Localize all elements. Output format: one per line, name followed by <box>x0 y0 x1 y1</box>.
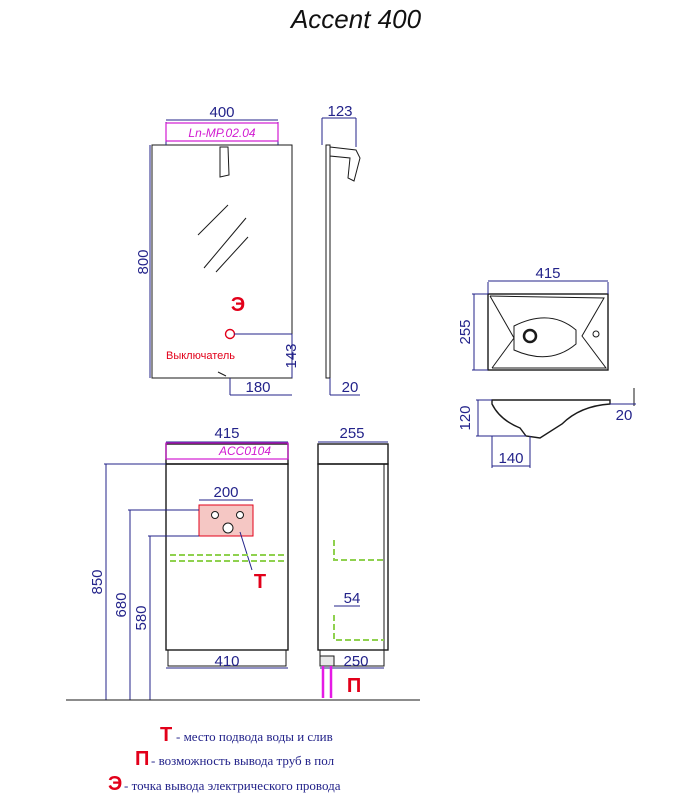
cabinet-model-box <box>165 442 289 460</box>
mirror-height-label: 800 <box>135 249 152 274</box>
floor-pipe-cap <box>319 655 335 667</box>
mirror-model-label: Ln-MP.02.04 <box>188 126 255 140</box>
legend-text: - возможность вывода труб в пол <box>151 753 335 768</box>
legend: Т - место подвода воды и слив П - возмож… <box>108 724 341 795</box>
cabinet-water-mark: Т <box>254 571 266 593</box>
switch-offset-label: 180 <box>245 379 270 396</box>
mirror-bottom-gap-label: 20 <box>342 379 359 396</box>
mirror-electric-mark: Э <box>231 294 245 316</box>
switch-label: Выключатель <box>166 350 235 362</box>
basin-profile <box>491 399 611 439</box>
mirror-reflection-1 <box>197 204 229 236</box>
legend-text: - точка вывода электрического провода <box>124 778 341 793</box>
mirror-reflection-3 <box>215 236 249 273</box>
cabinet-height-total-label: 850 <box>89 569 106 594</box>
basin-bowl <box>513 317 577 358</box>
mirror-side-view: 123 20 <box>321 103 361 396</box>
mirror-width-label: 400 <box>209 104 234 121</box>
cabinet-front-view: 415 ACC0104 200 Т 410 850 680 580 <box>89 425 289 700</box>
cabinet-plinth <box>167 649 287 667</box>
side-shelf-lower <box>333 615 384 641</box>
legend-mark: Э <box>108 773 122 795</box>
mirror-body <box>151 144 293 379</box>
side-shelf-upper <box>333 540 384 561</box>
basin-edge-left <box>489 295 515 369</box>
basin-depth-label: 255 <box>457 319 474 344</box>
mirror-model-box <box>165 122 279 142</box>
basin-drain-icon <box>522 328 538 344</box>
switch-height-label: 143 <box>283 343 300 368</box>
basin-width-label: 415 <box>535 265 560 282</box>
inlet-hole-icon <box>211 511 219 519</box>
electric-point-icon <box>224 328 236 340</box>
mirror-lamp <box>219 146 230 178</box>
cabinet-model-label: ACC0104 <box>218 444 271 458</box>
cabinet-side-top <box>317 443 389 465</box>
cabinet-leg-label: 54 <box>344 590 361 607</box>
switch-icon <box>217 371 227 377</box>
basin-outline <box>487 293 609 371</box>
mirror-depth-label: 123 <box>327 103 352 120</box>
basin-height-label: 120 <box>457 405 474 430</box>
cabinet-depth-top-label: 255 <box>339 425 364 442</box>
basin-rim-label: 20 <box>616 407 633 424</box>
basin-side-view: 20 120 140 <box>457 388 636 468</box>
cabinet-height-low-label: 580 <box>133 605 150 630</box>
legend-mark: Т <box>160 724 172 746</box>
page-title: Accent 400 <box>289 4 422 34</box>
cabinet-side-view: 255 54 250 П <box>317 425 389 698</box>
mirror-side-body <box>325 144 331 379</box>
mirror-front-view: 400 Ln-MP.02.04 800 Э 143 Выключатель 18… <box>135 104 300 396</box>
legend-mark: П <box>135 748 149 770</box>
basin-top-view: 415 255 <box>457 265 609 371</box>
cabinet-floor-mark: П <box>347 675 361 697</box>
inlet-width-label: 200 <box>213 484 238 501</box>
mirror-side-lamp <box>329 146 361 182</box>
cabinet-width-bottom-label: 410 <box>214 653 239 670</box>
inlet-hole-icon <box>236 511 244 519</box>
cabinet-depth-bottom-label: 250 <box>343 653 368 670</box>
cabinet-width-top-label: 415 <box>214 425 239 442</box>
drain-hole-icon <box>222 522 234 534</box>
basin-tap-hole-icon <box>592 330 600 338</box>
legend-text: - место подвода воды и слив <box>176 729 333 744</box>
mirror-reflection-2 <box>203 217 247 269</box>
basin-edge-right <box>489 295 607 369</box>
basin-drain-offset-label: 140 <box>498 450 523 467</box>
cabinet-height-mid-label: 680 <box>113 592 130 617</box>
cabinet-side-body <box>317 463 389 651</box>
